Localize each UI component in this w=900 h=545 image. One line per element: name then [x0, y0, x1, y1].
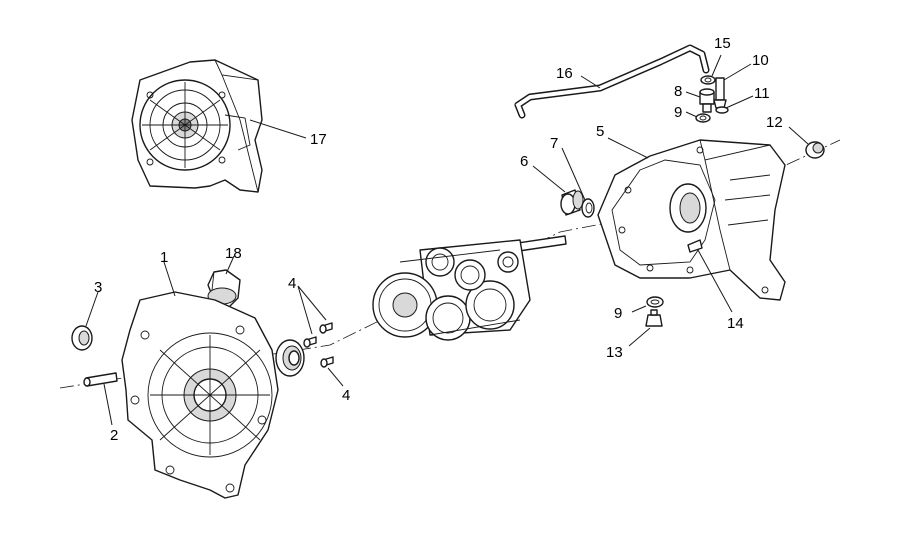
callout-9-upper: 9: [674, 104, 682, 121]
callout-16: 16: [556, 65, 573, 82]
callout-8: 8: [674, 83, 682, 100]
callout-18: 18: [225, 245, 242, 262]
gear-cluster-part: [372, 235, 567, 341]
drain-plug-part: [645, 296, 664, 327]
callout-2: 2: [110, 427, 118, 444]
callout-13: 13: [606, 344, 623, 361]
flywheel-housing-part: [131, 59, 263, 193]
seal-ring-part: [581, 198, 595, 218]
callout-12: 12: [766, 114, 783, 131]
callout-14: 14: [727, 315, 744, 332]
callout-7: 7: [550, 135, 558, 152]
gearbox-casing-part: [597, 139, 786, 301]
callout-6: 6: [520, 153, 528, 170]
plug-part: [71, 325, 93, 351]
callout-17: 17: [310, 131, 327, 148]
end-plug-part: [805, 141, 825, 159]
callout-15: 15: [714, 35, 731, 52]
dowel-pin-part: [83, 372, 118, 387]
breather-fitting-part: [695, 75, 729, 123]
breather-hose-part: [514, 44, 710, 119]
screw-set-part: [303, 322, 334, 368]
callout-9-lower: 9: [614, 305, 622, 322]
leader-lines: [85, 54, 809, 426]
callout-3: 3: [94, 279, 102, 296]
bushing-part: [560, 189, 584, 216]
gearbox-cover-part: [121, 291, 279, 499]
callout-1: 1: [160, 249, 168, 266]
callout-4-upper: 4: [288, 275, 296, 292]
bearing-part: [275, 339, 305, 377]
callout-11: 11: [754, 85, 770, 102]
callout-4-lower: 4: [342, 387, 350, 404]
callout-5: 5: [596, 123, 604, 140]
callout-10: 10: [752, 52, 769, 69]
